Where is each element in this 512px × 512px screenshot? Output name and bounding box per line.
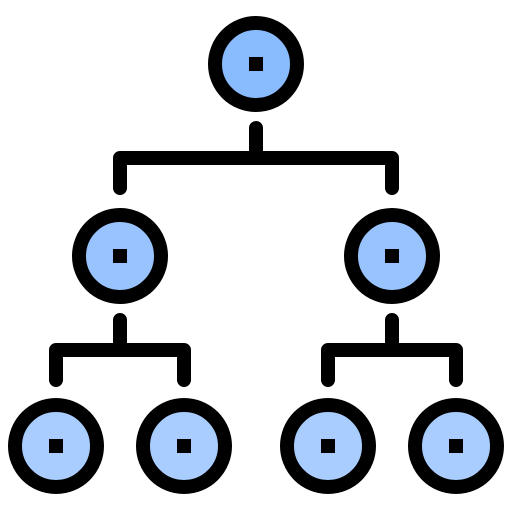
- tree-node-level3-2: [136, 398, 232, 494]
- node-center-square: [249, 57, 263, 71]
- connector-right-to-level3: [321, 313, 463, 387]
- connector-root-to-level2: [113, 121, 399, 195]
- node-center-square: [113, 249, 127, 263]
- tree-node-level3-3: [280, 398, 376, 494]
- connector-left-to-level3: [49, 313, 191, 387]
- node-center-square: [449, 439, 463, 453]
- node-center-square: [177, 439, 191, 453]
- node-center-square: [49, 439, 63, 453]
- tree-node-level3-1: [8, 398, 104, 494]
- node-center-square: [321, 439, 335, 453]
- tree-node-root: [208, 16, 304, 112]
- connectors: [49, 121, 463, 387]
- tree-node-level3-4: [408, 398, 504, 494]
- tree-node-level2-left: [72, 208, 168, 304]
- tree-node-level2-right: [344, 208, 440, 304]
- node-center-square: [385, 249, 399, 263]
